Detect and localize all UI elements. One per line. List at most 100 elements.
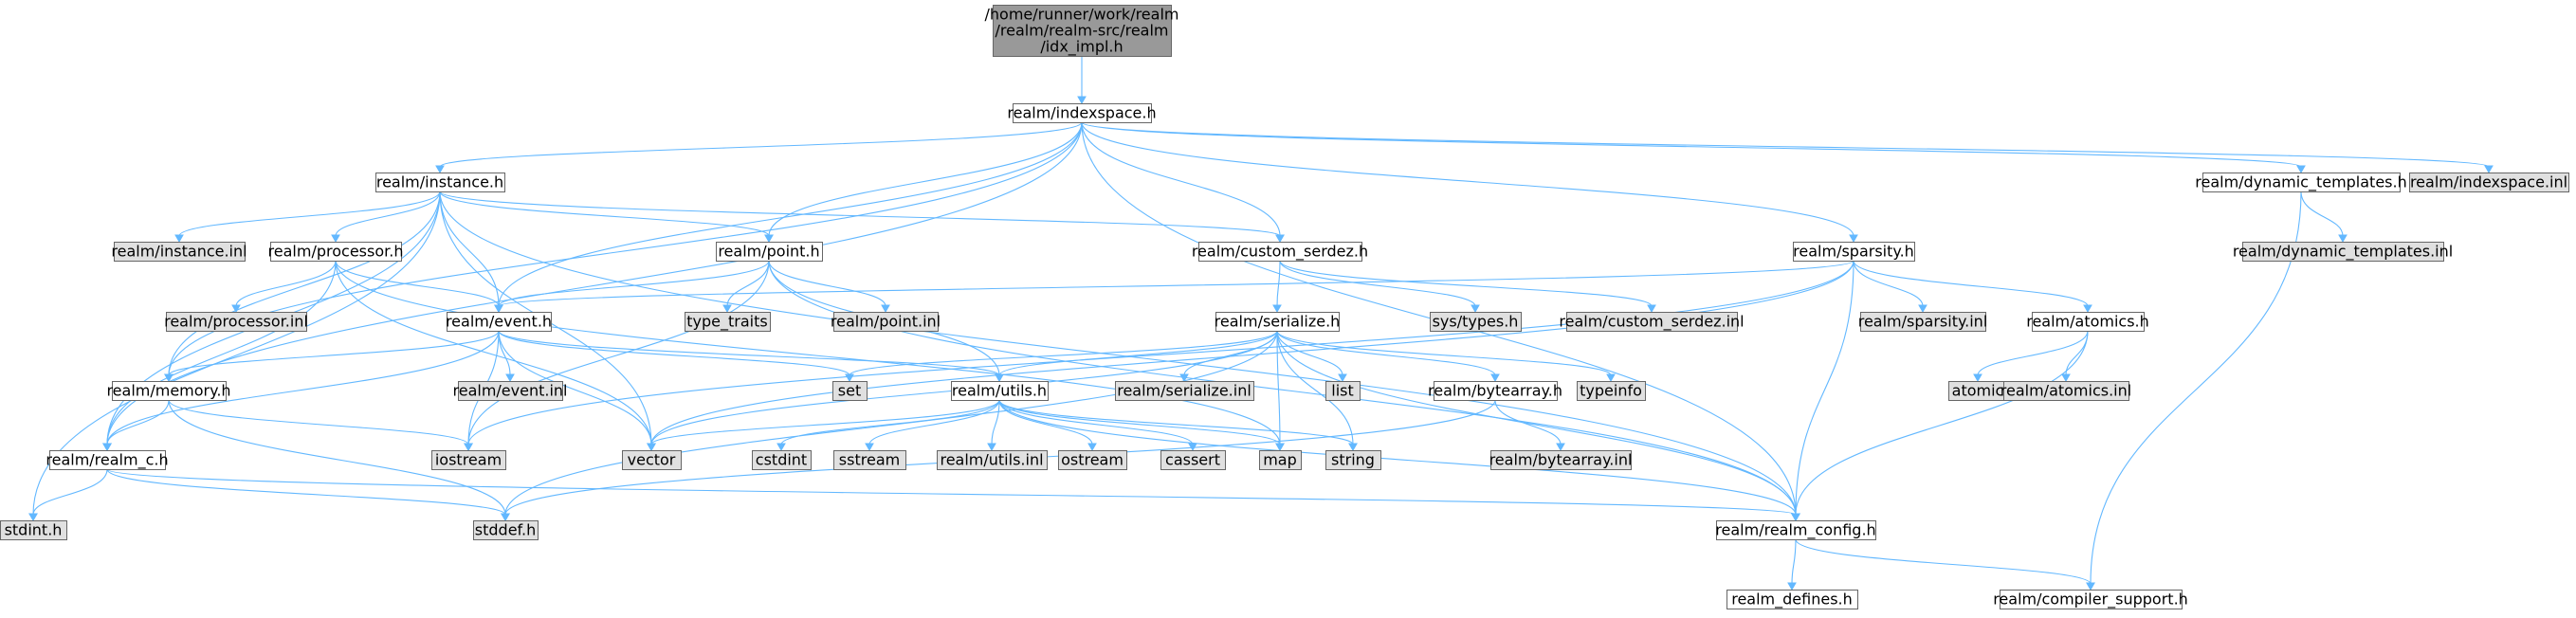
node-label: vector (628, 451, 676, 469)
node-vector: vector (622, 450, 682, 470)
edge-dynamic_templates_h-to-dynamic_templates_inl (2300, 191, 2344, 237)
edge-serialize_h-to-bytearray_h (1276, 330, 1496, 376)
node-label: realm/event.inl (453, 382, 568, 400)
arrowhead-indexspace_h-to-indexspace_inl (2484, 165, 2494, 174)
arrowhead-realm_config_h-to-realm_defines_h (1787, 582, 1797, 591)
node-label: typeinfo (1580, 382, 1642, 400)
node-processor-h[interactable]: realm/processor.h (268, 242, 404, 262)
node-realm-config-h[interactable]: realm/realm_config.h (1715, 520, 1876, 540)
node-indexspace-h[interactable]: realm/indexspace.h (1007, 103, 1157, 123)
node-box (2032, 312, 2145, 332)
node-event-inl: realm/event.inl (453, 381, 568, 401)
node-custom-serdez-inl: realm/custom_serdez.inl (1559, 312, 1745, 332)
edge-event_h-to-utils_h (498, 330, 1000, 376)
arrowhead-custom_serdez_h-to-custom_serdez_inl (1647, 304, 1656, 314)
node-box (447, 312, 552, 332)
arrowhead-utils_h-to-cassert (1188, 443, 1197, 452)
edge-point_h-to-event_h (498, 260, 770, 307)
edge-bytearray_h-to-bytearray_inl (1494, 399, 1562, 445)
arrowhead-root-to-indexspace_h (1077, 96, 1087, 105)
edge-point_h-to-type_traits (726, 260, 770, 307)
node-label: realm/instance.h (376, 173, 503, 191)
edge-custom_serdez_h-to-sys_types_h (1279, 260, 1476, 307)
node-cstdint: cstdint (752, 450, 812, 470)
node-custom-serdez-h[interactable]: realm/custom_serdez.h (1192, 242, 1368, 262)
node-box (1259, 450, 1302, 470)
arrowhead-instance_h-to-custom_serdez_h (1275, 234, 1285, 244)
node-box (1215, 312, 1340, 332)
node-atomics-h[interactable]: realm/atomics.h (2026, 312, 2149, 332)
node-label: sstream (839, 451, 900, 469)
node-label: realm/realm_c.h (46, 451, 168, 470)
node-bytearray-h[interactable]: realm/bytearray.h (1428, 381, 1562, 401)
node-label: realm/serialize.inl (1117, 382, 1251, 400)
edge-indexspace_h-to-sparsity_h (1081, 121, 1854, 237)
node-box (431, 450, 506, 470)
arrowhead-utils_h-to-string (1348, 443, 1358, 452)
edge-indexspace_h-to-indexspace_inl (1081, 121, 2490, 168)
node-utils-h[interactable]: realm/utils.h (951, 381, 1049, 401)
node-iostream: iostream (431, 450, 506, 470)
arrowhead-serialize_h-to-list (1338, 373, 1347, 383)
node-box (1198, 242, 1362, 262)
node-box (716, 242, 823, 262)
edge-memory_h-to-iostream (168, 399, 469, 445)
edge-indexspace_h-to-point_h (768, 121, 1083, 237)
node-event-h[interactable]: realm/event.h (446, 312, 552, 332)
arrowhead-atomics_h-to-atomic (1973, 373, 1982, 383)
node-label: realm/bytearray.h (1428, 382, 1562, 400)
node-dynamic-templates-h[interactable]: realm/dynamic_templates.h (2195, 173, 2407, 192)
node-label: stdint.h (5, 521, 63, 539)
arrowhead-instance_h-to-processor_h (331, 234, 340, 244)
arrowhead-utils_h-to-cstdint (776, 443, 786, 452)
node-instance-h[interactable]: realm/instance.h (375, 173, 505, 192)
node-box (1160, 450, 1226, 470)
arrowhead-event_h-to-memory_h (164, 373, 174, 383)
node-box (1716, 520, 1876, 540)
edge-serialize_h-to-realm_config_h (1276, 330, 1797, 516)
edge-utils_h-to-realm_config_h (998, 399, 1797, 516)
node-box (1793, 242, 1915, 262)
node-label: realm/custom_serdez.h (1192, 243, 1368, 262)
node-realm-defines-h[interactable]: realm_defines.h (1726, 590, 1858, 609)
edge-atomics_h-to-atomic (1977, 330, 2089, 376)
arrowhead-point_h-to-point_inl (881, 304, 890, 314)
node-stdint-h: stdint.h (0, 520, 67, 540)
node-realm-c-h[interactable]: realm/realm_c.h (46, 450, 169, 470)
node-label: realm/sparsity.inl (1858, 313, 1988, 331)
edge-utils_h-to-vector (650, 399, 1000, 445)
node-type-traits: type_traits (685, 312, 771, 332)
node-label: realm/point.h (718, 243, 819, 261)
node-box (832, 381, 868, 401)
arrowhead-instance_h-to-instance_inl (174, 234, 184, 244)
node-root[interactable]: /home/runner/work/realm/realm/realm-src/… (985, 5, 1179, 57)
node-serialize-h[interactable]: realm/serialize.h (1215, 312, 1341, 332)
edge-realm_config_h-to-compiler_support_h (1795, 538, 2092, 585)
edge-utils_h-to-utils_inl (991, 399, 1000, 445)
node-stddef-h: stddef.h (473, 520, 539, 540)
node-label: ostream (1061, 451, 1124, 469)
node-box (270, 242, 402, 262)
node-label: stddef.h (475, 521, 536, 539)
node-box (1490, 450, 1632, 470)
node-label: realm/atomics.inl (2001, 382, 2131, 400)
node-label: /home/runner/work/realm (985, 6, 1179, 24)
node-box (622, 450, 682, 470)
node-label: cstdint (756, 451, 807, 469)
node-instance-inl: realm/instance.inl (111, 242, 247, 262)
node-compiler-support-h[interactable]: realm/compiler_support.h (1993, 590, 2188, 609)
node-point-h[interactable]: realm/point.h (716, 242, 823, 262)
node-memory-h[interactable]: realm/memory.h (106, 381, 231, 401)
arrowhead-processor_h-to-processor_inl (231, 304, 241, 314)
node-ostream: ostream (1058, 450, 1127, 470)
node-sparsity-h[interactable]: realm/sparsity.h (1793, 242, 1915, 262)
arrowhead-indexspace_h-to-dynamic_templates_h (2296, 165, 2306, 174)
node-box (1058, 450, 1127, 470)
node-label: realm/serialize.h (1215, 313, 1341, 331)
node-list: list (1325, 381, 1361, 401)
arrowhead-realm_c_h-to-realm_config_h (1791, 513, 1800, 522)
node-label: realm/indexspace.inl (2410, 173, 2567, 191)
node-sstream: sstream (833, 450, 906, 470)
edge-event_h-to-memory_h (168, 330, 500, 376)
